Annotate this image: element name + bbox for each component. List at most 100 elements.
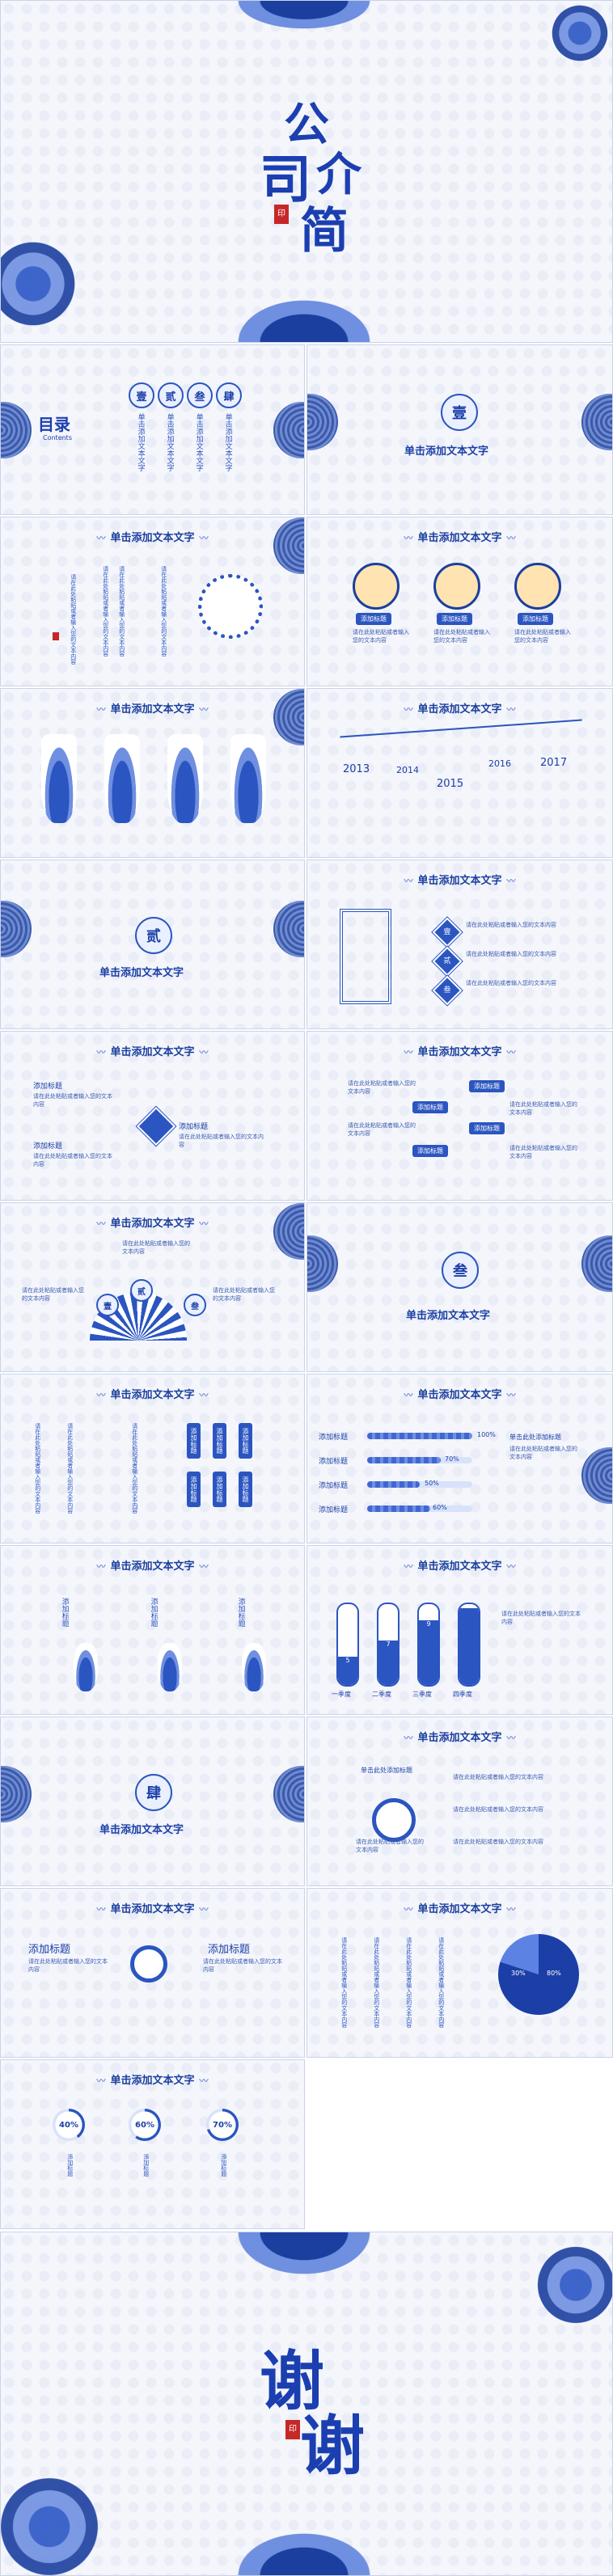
vertical-text: 添加标题 bbox=[149, 1598, 158, 1627]
body-text: 请在此处粘贴或者输入您的文本内容 bbox=[348, 1122, 416, 1137]
content-slide: 单击添加文本文字 请在此处粘贴或者输入您的文本内容 请在此处粘贴或者输入您的文本… bbox=[0, 517, 305, 686]
diamond-slide: 单击添加文本文字 添加标题 请在此处粘贴或者输入您的文本内容 添加标题 请在此处… bbox=[0, 1031, 305, 1201]
slide-header: 单击添加文本文字 bbox=[307, 1557, 612, 1573]
toc-title: 目录 bbox=[38, 415, 70, 434]
body-text: 请在此处粘贴或者输入您的文本内容 bbox=[509, 1101, 577, 1116]
add-title-button[interactable]: 添加标题 bbox=[187, 1423, 201, 1459]
slide-header: 单击添加文本文字 bbox=[1, 1386, 304, 1401]
versus-slide: 单击添加文本文字 添加标题 添加标题 请在此处粘贴或者输入您的文本内容 请在此处… bbox=[0, 1888, 305, 2058]
number-badge: 叁 bbox=[184, 1294, 206, 1316]
toc-item-badge[interactable]: 肆 bbox=[216, 382, 242, 408]
add-title-button[interactable]: 添加标题 bbox=[437, 613, 472, 625]
section-slide: 贰 单击添加文本文字 bbox=[0, 859, 305, 1029]
body-text: 请在此处粘贴或者输入您的文本内容 bbox=[22, 1287, 84, 1302]
fan-slide: 单击添加文本文字 请在此处粘贴或者输入您的文本内容 壹 贰 叁 请在此处粘贴或者… bbox=[0, 1202, 305, 1372]
level-tube bbox=[458, 1603, 480, 1687]
add-title: 添加标题 bbox=[319, 1434, 349, 1442]
add-title-button[interactable]: 添加标题 bbox=[518, 613, 553, 625]
pendant-icon bbox=[230, 734, 266, 823]
section-badge: 壹 bbox=[441, 394, 478, 431]
slide-header: 单击添加文本文字 bbox=[1, 2071, 304, 2087]
toc-subtitle: Contents bbox=[43, 434, 72, 441]
add-title-button[interactable]: 添加标题 bbox=[356, 613, 391, 625]
vertical-text: 请在此处粘贴或者输入您的文本内容 bbox=[102, 566, 109, 657]
toc-item-badge[interactable]: 壹 bbox=[129, 382, 154, 408]
body-text: 请在此处粘贴或者输入您的文本内容 bbox=[453, 1806, 543, 1813]
red-seal bbox=[53, 632, 59, 640]
pendant-slide: 单击添加文本文字 bbox=[0, 688, 305, 858]
toc-item-text: 单击添加文本文字 bbox=[194, 413, 203, 471]
slide-pattern bbox=[307, 1717, 612, 1886]
bars-slide: 单击添加文本文字 添加标题 添加标题 添加标题 添加标题 100% 70% 50… bbox=[306, 1374, 613, 1543]
red-seal: 印 bbox=[285, 2420, 300, 2439]
slide-header: 单击添加文本文字 bbox=[307, 872, 612, 887]
slide-header: 单击添加文本文字 bbox=[1, 529, 304, 544]
toc-item-text: 单击添加文本文字 bbox=[136, 413, 145, 471]
peony-icon bbox=[1, 2470, 106, 2575]
subtitle: 单击此处添加标题 bbox=[361, 1767, 412, 1774]
slide-header: 单击添加文本文字 bbox=[1, 1214, 304, 1230]
versus-icon bbox=[130, 1945, 167, 1983]
body-text: 请在此处粘贴或者输入您的文本内容 bbox=[122, 1240, 190, 1255]
add-title: 添加标题 bbox=[28, 1944, 71, 1956]
peony-icon bbox=[1, 235, 82, 332]
vertical-text: 请在此处粘贴或者输入您的文本内容 bbox=[131, 1423, 138, 1514]
team-slide: 单击添加文本文字 添加标题 添加标题 添加标题 请在此处粘贴或者输入您的文本内容… bbox=[306, 517, 613, 686]
round-frame-icon bbox=[198, 574, 263, 639]
body-text: 请在此处粘贴或者输入您的文本内容 bbox=[433, 629, 490, 644]
toc-slide: 目录 Contents 壹 贰 叁 肆 单击添加文本文字 单击添加文本文字 单击… bbox=[0, 344, 305, 515]
toc-item-badge[interactable]: 叁 bbox=[187, 382, 213, 408]
cover-title-char: 简 bbox=[300, 203, 349, 260]
add-title-button[interactable]: 添加标题 bbox=[213, 1423, 226, 1459]
top-ornament bbox=[227, 1, 381, 33]
slide-header: 单击添加文本文字 bbox=[307, 1043, 612, 1058]
body-text: 请在此处粘贴或者输入您的文本内容 bbox=[28, 1958, 108, 1973]
peony-icon bbox=[547, 1, 612, 65]
body-text: 请在此处粘贴或者输入您的文本内容 bbox=[356, 1839, 424, 1853]
pie-slide: 单击添加文本文字 请在此处粘贴或者输入您的文本内容 请在此处粘贴或者输入您的文本… bbox=[306, 1888, 613, 2058]
avatar bbox=[353, 563, 400, 610]
slide-pattern bbox=[307, 860, 612, 1028]
add-title-button[interactable]: 添加标题 bbox=[412, 1145, 448, 1157]
vertical-text: 请在此处粘贴或者输入您的文本内容 bbox=[118, 566, 125, 657]
rings-slide: 单击添加文本文字 40% 60% 70% 添加标题 添加标题 添加标题 bbox=[0, 2059, 305, 2229]
body-text: 请在此处粘贴或者输入您的文本内容 bbox=[509, 1446, 577, 1460]
vase-icon bbox=[74, 1643, 98, 1691]
add-title-button[interactable]: 添加标题 bbox=[187, 1472, 201, 1507]
pie-label: 30% bbox=[511, 1970, 526, 1977]
add-title-button[interactable]: 添加标题 bbox=[469, 1122, 505, 1134]
add-title-button[interactable]: 添加标题 bbox=[213, 1472, 226, 1507]
vertical-text: 添加标题 bbox=[66, 2154, 74, 2177]
quarter-label: 四季度 bbox=[453, 1691, 472, 1698]
add-title-button[interactable]: 添加标题 bbox=[412, 1101, 448, 1113]
body-text: 请在此处粘贴或者输入您的文本内容 bbox=[453, 1774, 543, 1780]
section-slide: 壹 单击添加文本文字 bbox=[306, 344, 613, 515]
pie-chart bbox=[498, 1934, 579, 2015]
vertical-text: 请在此处粘贴或者输入您的文本内容 bbox=[34, 1423, 41, 1514]
vertical-text: 添加标题 bbox=[220, 2154, 227, 2177]
body-text: 请在此处粘贴或者输入您的文本内容 bbox=[353, 629, 409, 644]
columns-slide: 单击添加文本文字 请在此处粘贴或者输入您的文本内容 请在此处粘贴或者输入您的文本… bbox=[0, 1374, 305, 1543]
cover-title-char: 司 bbox=[260, 150, 311, 210]
percent-label: 70% bbox=[445, 1455, 459, 1463]
pendant-icon bbox=[167, 734, 203, 823]
center-icon bbox=[372, 1798, 416, 1842]
add-title-button[interactable]: 添加标题 bbox=[469, 1080, 505, 1092]
body-text: 请在此处粘贴或者输入您的文本内容 bbox=[466, 951, 556, 957]
slide-header: 单击添加文本文字 bbox=[307, 1729, 612, 1744]
body-text: 请在此处粘贴或者输入您的文本内容 bbox=[466, 922, 556, 928]
section-slide: 叁 单击添加文本文字 bbox=[306, 1202, 613, 1372]
list-slide: 单击添加文本文字 壹 贰 叁 请在此处粘贴或者输入您的文本内容 请在此处粘贴或者… bbox=[306, 859, 613, 1029]
add-title-button[interactable]: 添加标题 bbox=[239, 1472, 252, 1507]
vertical-text: 请在此处粘贴或者输入您的文本内容 bbox=[160, 566, 167, 657]
steps-slide: 单击添加文本文字 添加标题 添加标题 添加标题 添加标题 请在此处粘贴或者输入您… bbox=[306, 1031, 613, 1201]
vertical-text: 添加标题 bbox=[236, 1598, 245, 1627]
toc-item-badge[interactable]: 贰 bbox=[158, 382, 184, 408]
slide-pattern bbox=[1, 2060, 304, 2228]
slide-header: 单击添加文本文字 bbox=[307, 529, 612, 544]
section-label: 单击添加文本文字 bbox=[99, 967, 184, 979]
top-ornament bbox=[227, 2232, 381, 2281]
add-title-button[interactable]: 添加标题 bbox=[239, 1423, 252, 1459]
slide-header: 单击添加文本文字 bbox=[307, 1900, 612, 1915]
cover-title-char: 公 bbox=[284, 98, 329, 151]
